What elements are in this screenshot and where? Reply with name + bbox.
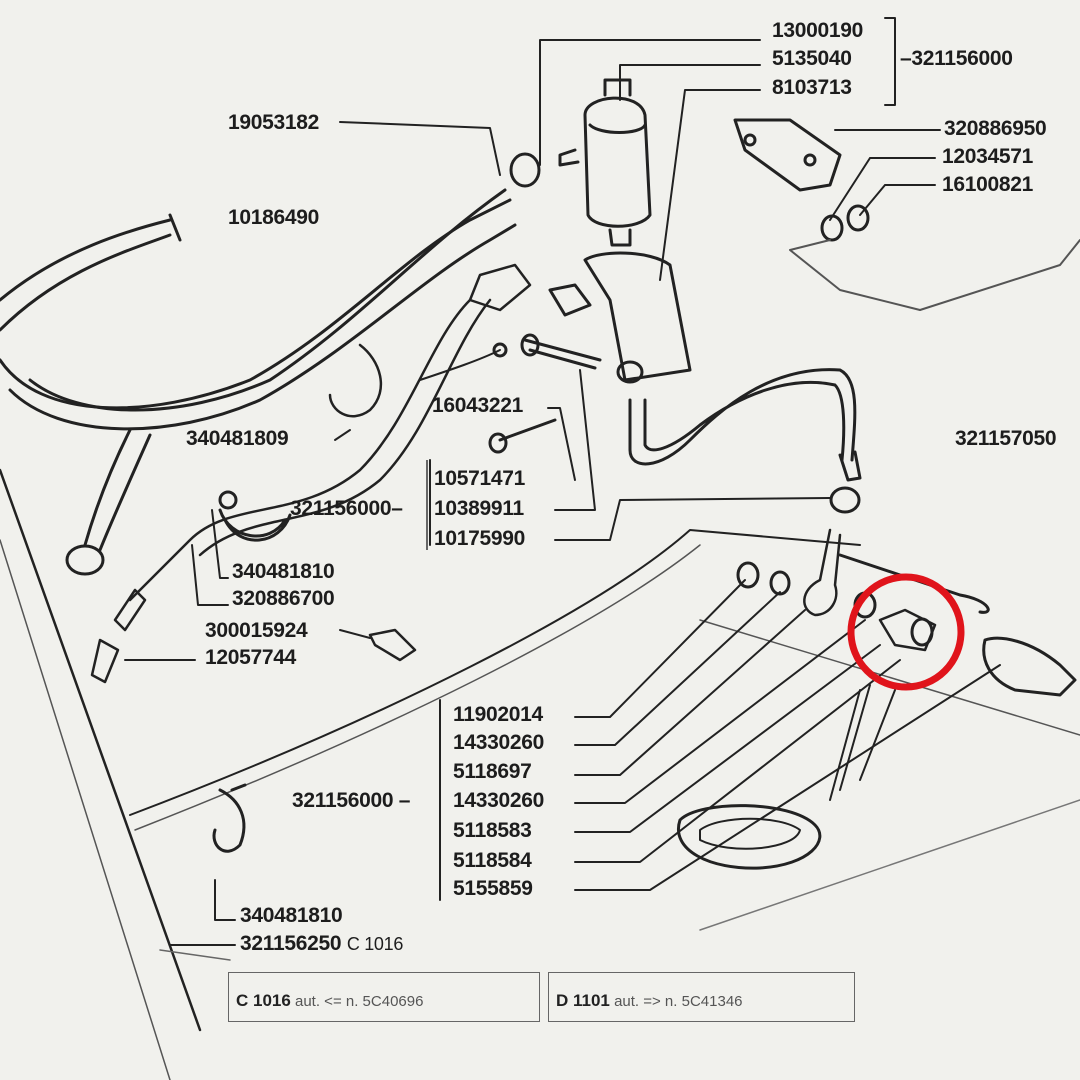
clutch-plate	[677, 804, 822, 870]
part-number-320886700: 320886700	[232, 587, 335, 610]
part-number-10186490: 10186490	[228, 206, 320, 229]
part-number-10389911: 10389911	[434, 497, 524, 520]
footer-box-right	[548, 972, 855, 1022]
part-number-10175990: 10175990	[434, 527, 526, 550]
pipe-end-cap	[65, 544, 105, 576]
footer-right-note: aut. => n. 5C41346	[614, 993, 743, 1010]
clip-hook-low	[212, 788, 246, 853]
pump-bracket	[583, 251, 692, 382]
part-number-14330260-b: 14330260	[453, 789, 545, 812]
steel-pipe	[628, 368, 857, 466]
part-number-16043221: 16043221	[432, 394, 524, 417]
part-number-8103713: 8103713	[772, 76, 852, 99]
mid-group-bracket	[426, 460, 429, 550]
footer-left-note: aut. <= n. 5C40696	[295, 993, 424, 1010]
part-number-19053182: 19053182	[228, 111, 320, 134]
footer-box-left	[228, 972, 540, 1022]
part-number-300015924: 300015924	[205, 619, 308, 642]
part-number-320886950: 320886950	[944, 117, 1047, 140]
part-number-10571471: 10571471	[434, 467, 526, 490]
assembly-number-top: –321156000	[900, 47, 1013, 70]
assembly-number-top-value: 321156000	[911, 47, 1013, 70]
assembly-number-mid-value: 321156000	[290, 497, 392, 520]
hose-outer	[0, 198, 512, 410]
assembly-number-low-value: 321156000	[292, 789, 394, 812]
clip-300015924	[368, 628, 417, 662]
wiring-harness	[128, 298, 492, 602]
part-number-340481810: 340481810	[232, 560, 335, 583]
hose-inner	[0, 223, 517, 431]
bracket-320886950	[733, 118, 842, 192]
part-number-321156250-suffix: C 1016	[346, 934, 404, 954]
part-number-14330260-a: 14330260	[453, 731, 545, 754]
reservoir-cap-ring	[509, 152, 541, 188]
part-number-321156250: 321156250 C 1016	[240, 933, 403, 954]
footer-right-code: D 1101	[556, 991, 610, 1010]
assembly-number-low: 321156000 –	[292, 789, 411, 812]
pipe-down-left	[83, 428, 152, 552]
frame-line-left-2	[0, 539, 171, 1080]
part-number-321157050: 321157050	[955, 427, 1057, 450]
part-number-11902014: 11902014	[453, 703, 543, 726]
footer-left-code: C 1016	[236, 991, 291, 1010]
frame-line-left	[0, 468, 202, 1032]
footer-note-left: C 1016 aut. <= n. 5C40696	[236, 992, 423, 1009]
footer-note-right: D 1101 aut. => n. 5C41346	[556, 992, 743, 1009]
floor-line	[129, 529, 861, 816]
part-number-5135040: 5135040	[772, 47, 852, 70]
clamp-mid	[218, 508, 292, 542]
part-number-321156250-value: 321156250	[240, 932, 342, 955]
reservoir	[583, 96, 652, 228]
part-number-5118584: 5118584	[453, 849, 532, 872]
wire-loop	[328, 343, 383, 418]
part-number-13000190: 13000190	[772, 19, 864, 42]
part-number-340481810-low: 340481810	[240, 904, 343, 927]
part-number-12034571: 12034571	[942, 145, 1034, 168]
part-number-5118583: 5118583	[453, 819, 532, 842]
assembly-number-mid: 321156000–	[290, 497, 403, 520]
master-cylinder	[982, 636, 1077, 697]
part-number-5118697: 5118697	[453, 760, 532, 783]
floor-line-2	[699, 619, 1080, 736]
highlight-circle	[847, 573, 965, 691]
part-number-5155859: 5155859	[453, 877, 533, 900]
part-number-340481809: 340481809	[186, 427, 289, 450]
part-number-12057744: 12057744	[205, 646, 297, 669]
part-number-16100821: 16100821	[942, 173, 1034, 196]
banjo-fitting	[803, 528, 842, 617]
